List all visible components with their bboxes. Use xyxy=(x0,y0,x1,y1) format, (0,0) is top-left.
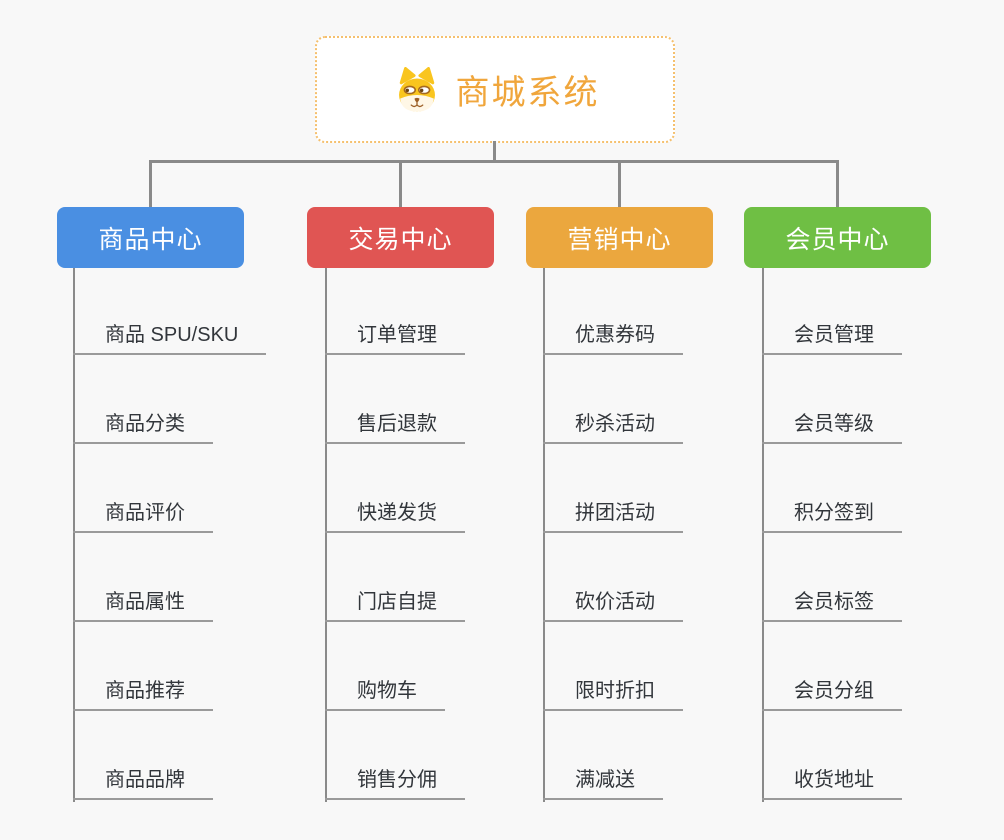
connector-trunk-members xyxy=(762,268,764,802)
leaf-node[interactable]: 商品 SPU/SKU xyxy=(73,319,267,355)
branch-node-marketing[interactable]: 营销中心 xyxy=(526,207,713,268)
leaf-node[interactable]: 销售分佣 xyxy=(325,764,465,800)
connector-trunk-marketing xyxy=(543,268,545,802)
leaf-node[interactable]: 砍价活动 xyxy=(543,586,683,622)
dog-face-icon xyxy=(398,66,435,112)
connector-trunk-products xyxy=(73,268,75,802)
connector-drop-products xyxy=(149,160,152,208)
leaf-node[interactable]: 会员分组 xyxy=(762,675,902,711)
connector-drop-marketing xyxy=(618,160,621,208)
leaf-node[interactable]: 商品品牌 xyxy=(73,764,213,800)
leaf-node[interactable]: 积分签到 xyxy=(762,497,902,533)
leaf-node[interactable]: 快递发货 xyxy=(325,497,465,533)
leaf-node[interactable]: 商品分类 xyxy=(73,408,213,444)
leaf-node[interactable]: 门店自提 xyxy=(325,586,465,622)
leaf-node[interactable]: 会员标签 xyxy=(762,586,902,622)
connector-drop-trade xyxy=(399,160,402,208)
leaf-node[interactable]: 商品推荐 xyxy=(73,675,213,711)
branch-node-products[interactable]: 商品中心 xyxy=(57,207,244,268)
connector-horizontal-bar xyxy=(149,160,839,163)
leaf-node[interactable]: 会员管理 xyxy=(762,319,902,355)
connector-trunk-trade xyxy=(325,268,327,802)
root-node-label: 商城系统 xyxy=(455,74,600,112)
leaf-node[interactable]: 会员等级 xyxy=(762,408,902,444)
leaf-node[interactable]: 满减送 xyxy=(543,764,663,800)
leaf-node[interactable]: 售后退款 xyxy=(325,408,465,444)
leaf-node[interactable]: 收货地址 xyxy=(762,764,902,800)
root-node[interactable]: 商城系统 xyxy=(315,36,675,143)
leaf-node[interactable]: 购物车 xyxy=(325,675,445,711)
leaf-node[interactable]: 秒杀活动 xyxy=(543,408,683,444)
leaf-node[interactable]: 限时折扣 xyxy=(543,675,683,711)
connector-drop-members xyxy=(836,160,839,208)
leaf-node[interactable]: 拼团活动 xyxy=(543,497,683,533)
branch-node-trade[interactable]: 交易中心 xyxy=(307,207,494,268)
leaf-node[interactable]: 优惠券码 xyxy=(543,319,683,355)
leaf-node[interactable]: 商品属性 xyxy=(73,586,213,622)
leaf-node[interactable]: 订单管理 xyxy=(325,319,465,355)
connector-root-stem xyxy=(493,141,496,162)
branch-node-members[interactable]: 会员中心 xyxy=(744,207,931,268)
leaf-node[interactable]: 商品评价 xyxy=(73,497,213,533)
